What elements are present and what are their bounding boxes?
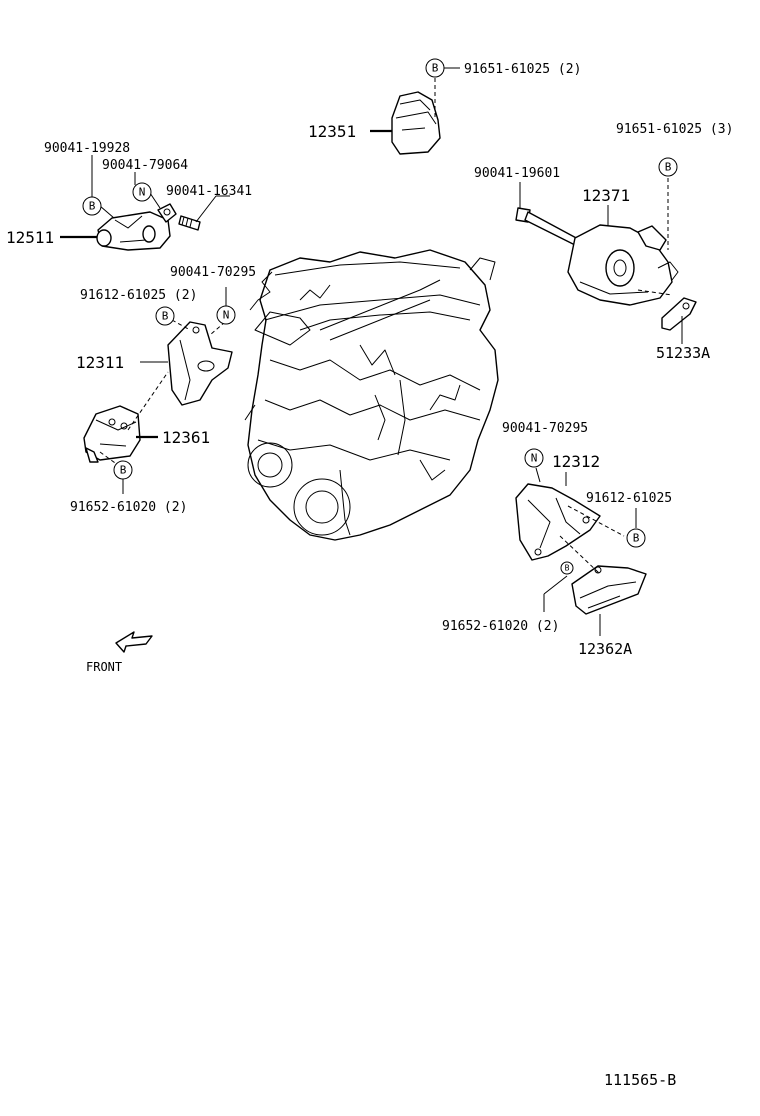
part-number-90041-70295: 90041-70295 bbox=[502, 421, 588, 436]
mount-12511 bbox=[96, 203, 177, 251]
bolt-marker-b bbox=[113, 460, 133, 480]
bracket-12311 bbox=[167, 321, 233, 406]
part-number-91651-61025-2: 91651-61025 (2) bbox=[464, 62, 581, 77]
part-number-91612-61025-2: 91612-61025 (2) bbox=[80, 288, 197, 303]
part-number-90041-19928: 90041-19928 bbox=[44, 141, 130, 156]
part-number-12371: 12371 bbox=[582, 186, 630, 205]
mount-12351 bbox=[391, 91, 441, 155]
bracket-12312 bbox=[515, 483, 601, 561]
part-number-12362A: 12362A bbox=[578, 640, 632, 658]
marker-b-text: B bbox=[665, 161, 672, 174]
part-number-91652-61020-2: 91652-61020 (2) bbox=[70, 500, 187, 515]
part-number-12311: 12311 bbox=[76, 353, 124, 372]
bolt-marker-b bbox=[82, 196, 102, 216]
bolt-90041-19601 bbox=[515, 207, 581, 247]
marker-b-text: B bbox=[565, 564, 570, 573]
marker-n-text: N bbox=[223, 309, 230, 322]
part-number-90041-16341: 90041-16341 bbox=[166, 184, 252, 199]
part-number-91652-61020-2: 91652-61020 (2) bbox=[442, 619, 559, 634]
part-number-91612-61025: 91612-61025 bbox=[586, 491, 672, 506]
marker-n-text: N bbox=[139, 186, 146, 199]
part-number-12361: 12361 bbox=[162, 428, 210, 447]
stud-90041-16341 bbox=[178, 215, 201, 231]
marker-b-text: B bbox=[633, 532, 640, 545]
bolt-marker-b bbox=[155, 306, 175, 326]
mount-12361 bbox=[83, 405, 141, 463]
front-label: FRONT bbox=[86, 660, 122, 674]
part-number-12312: 12312 bbox=[552, 452, 600, 471]
mount-12371 bbox=[567, 224, 679, 306]
marker-n-text: N bbox=[531, 452, 538, 465]
marker-b-text: B bbox=[89, 200, 96, 213]
part-number-91651-61025-3: 91651-61025 (3) bbox=[616, 122, 733, 137]
bolt-marker-b bbox=[658, 157, 678, 177]
marker-b-text: B bbox=[120, 464, 127, 477]
engine-block bbox=[244, 249, 499, 541]
part-number-90041-70295: 90041-70295 bbox=[170, 265, 256, 280]
nut-marker-n bbox=[132, 182, 152, 202]
marker-b-text: B bbox=[162, 310, 169, 323]
part-number-12511: 12511 bbox=[6, 228, 54, 247]
part-number-12351: 12351 bbox=[308, 122, 356, 141]
nut-marker-n bbox=[524, 448, 544, 468]
mount-12362A bbox=[571, 565, 647, 615]
figure-id: 111565-B bbox=[604, 1071, 676, 1089]
bolt-marker-b bbox=[626, 528, 646, 548]
part-number-90041-19601: 90041-19601 bbox=[474, 166, 560, 181]
bracket-51233A bbox=[661, 297, 697, 331]
marker-b-text: B bbox=[432, 62, 439, 75]
bolt-marker-b bbox=[560, 561, 574, 575]
part-number-51233A: 51233A bbox=[656, 344, 710, 362]
nut-marker-n bbox=[216, 305, 236, 325]
front-arrow-icon bbox=[115, 631, 153, 653]
part-number-90041-79064: 90041-79064 bbox=[102, 158, 188, 173]
